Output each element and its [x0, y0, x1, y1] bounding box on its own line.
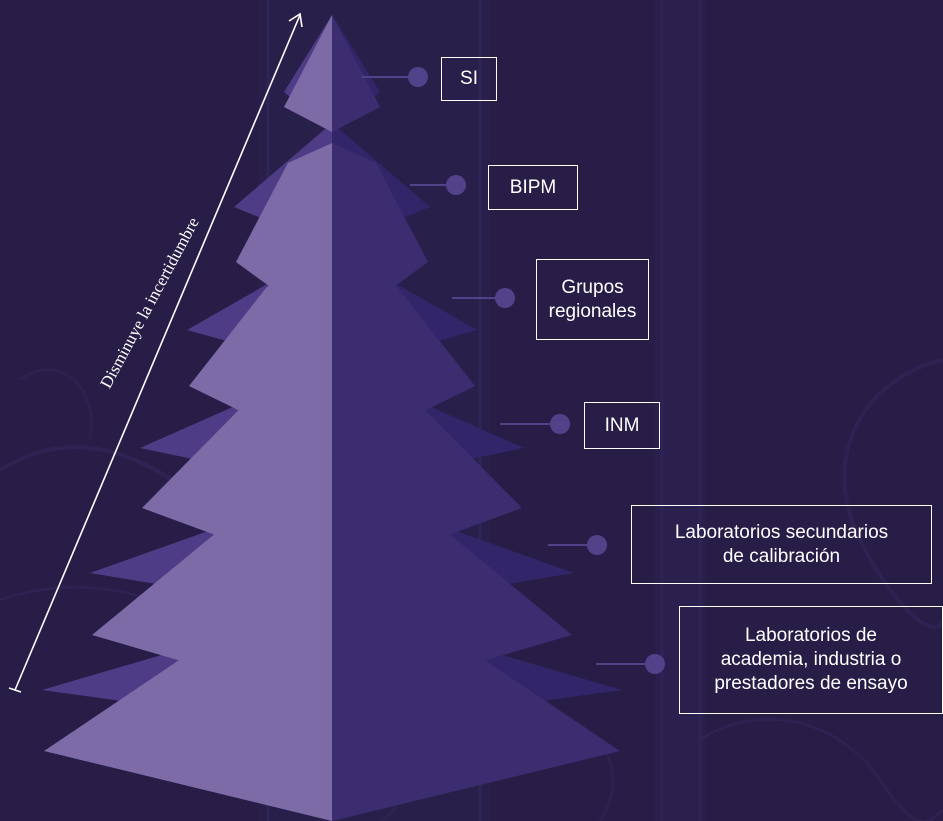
level-label-laboratorios-academia: Laboratorios de academia, industria o pr… — [679, 606, 943, 714]
arrow-shaft — [14, 14, 301, 691]
connector-dot-1 — [408, 67, 428, 87]
connector-dot-4 — [550, 414, 570, 434]
connector-dot-2 — [446, 175, 466, 195]
connector-dot-3 — [495, 288, 515, 308]
tier-2-face-right — [332, 143, 428, 332]
tier-5-face-right — [332, 507, 572, 705]
tier-2 — [234, 123, 430, 332]
arrow-head — [288, 12, 303, 28]
connector-dot-5 — [587, 535, 607, 555]
tier-1-face-right — [332, 15, 380, 132]
connector-dot-6 — [645, 654, 665, 674]
tier-3-face-right — [332, 267, 475, 456]
level-label-si: SI — [441, 57, 497, 101]
level-label-inm: INM — [584, 402, 660, 449]
tier-1 — [284, 15, 380, 132]
tier-5-face-left — [92, 507, 332, 705]
level-label-laboratorios-secundarios: Laboratorios secundarios de calibración — [631, 505, 932, 584]
tier-1-face-left — [284, 15, 332, 132]
tier-2-face-left — [236, 143, 332, 332]
arrow-tail-tick — [8, 687, 22, 693]
level-label-bipm: BIPM — [488, 165, 578, 210]
level-connectors — [362, 67, 665, 674]
pyramid-tiers — [42, 15, 622, 821]
level-label-grupos-regionales: Grupos regionales — [536, 259, 649, 340]
tier-3-face-left — [189, 267, 332, 456]
uncertainty-arrow — [8, 12, 303, 693]
